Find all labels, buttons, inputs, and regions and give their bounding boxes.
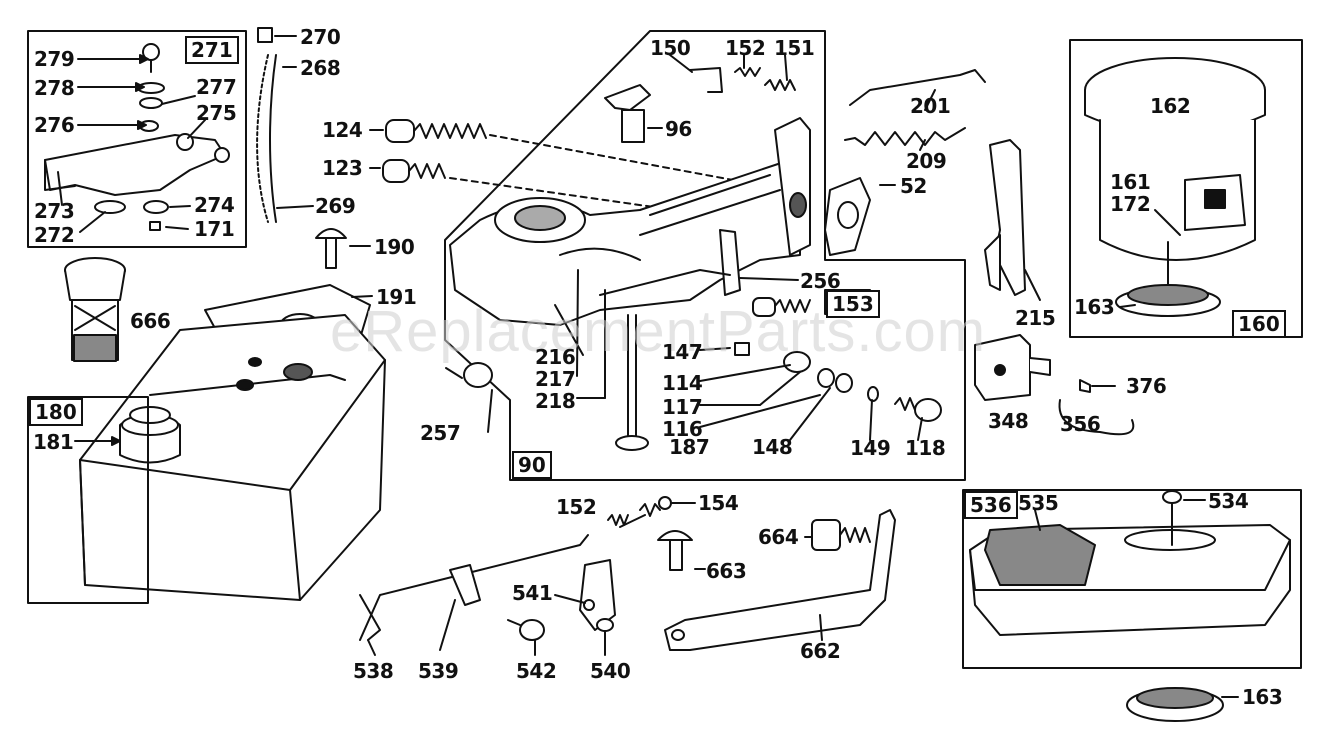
governor-spring-link <box>256 27 314 223</box>
part-label-161: 161 <box>1110 170 1151 194</box>
part-label-535: 535 <box>1018 491 1059 515</box>
part-label-187: 187 <box>669 435 710 459</box>
part-label-257: 257 <box>420 421 461 445</box>
part-label-376: 376 <box>1126 374 1167 398</box>
part-label-278: 278 <box>34 76 75 100</box>
throttle-linkage <box>359 496 706 656</box>
part-label-273: 273 <box>34 199 75 223</box>
part-label-356: 356 <box>1060 412 1101 436</box>
part-label-275: 275 <box>196 101 237 125</box>
part-label-96: 96 <box>665 117 692 141</box>
part-label-664: 664 <box>758 525 799 549</box>
part-label-268: 268 <box>300 56 341 80</box>
linkage-rod-spring <box>824 69 986 256</box>
part-label-152-bottom: 152 <box>556 495 597 519</box>
part-label-215: 215 <box>1015 306 1056 330</box>
part-label-163-bottom: 163 <box>1242 685 1283 709</box>
part-label-152: 152 <box>725 36 766 60</box>
part-label-542: 542 <box>516 659 557 683</box>
part-label-272: 272 <box>34 223 75 247</box>
fuel-strainer-666 <box>64 257 126 362</box>
oil-tank-group <box>962 489 1302 722</box>
part-label-256: 256 <box>800 269 841 293</box>
throttle-bracket-group <box>27 30 247 248</box>
part-label-118: 118 <box>905 436 946 460</box>
part-label-149: 149 <box>850 436 891 460</box>
part-label-162: 162 <box>1150 94 1191 118</box>
part-label-148: 148 <box>752 435 793 459</box>
part-label-279: 279 <box>34 47 75 71</box>
part-label-540: 540 <box>590 659 631 683</box>
fuel-tank-group <box>27 284 386 604</box>
part-label-163-top: 163 <box>1074 295 1115 319</box>
governor-lever-215 <box>984 139 1041 301</box>
part-label-52: 52 <box>900 174 927 198</box>
mounting-bracket-662 <box>664 509 896 651</box>
part-label-117: 117 <box>662 395 703 419</box>
part-label-276: 276 <box>34 113 75 137</box>
group-label-180: 180 <box>29 398 83 426</box>
part-label-190: 190 <box>374 235 415 259</box>
group-label-90: 90 <box>512 451 552 479</box>
part-label-666: 666 <box>130 309 171 333</box>
air-cleaner-group <box>1069 39 1303 338</box>
part-label-209: 209 <box>906 149 947 173</box>
part-label-274: 274 <box>194 193 235 217</box>
group-160-frame <box>1069 39 1303 338</box>
part-label-216: 216 <box>535 345 576 369</box>
part-label-663: 663 <box>706 559 747 583</box>
part-label-181: 181 <box>33 430 74 454</box>
part-label-539: 539 <box>418 659 459 683</box>
part-label-538: 538 <box>353 659 394 683</box>
group-271-frame <box>27 30 247 248</box>
watermark: eReplacementParts.com <box>330 299 987 364</box>
part-label-147: 147 <box>662 340 703 364</box>
part-label-662: 662 <box>800 639 841 663</box>
group-label-271: 271 <box>185 36 239 64</box>
part-label-541: 541 <box>512 581 553 605</box>
group-536-frame <box>962 489 1302 669</box>
part-label-116: 116 <box>662 417 703 441</box>
screw-190 <box>315 228 371 269</box>
carburetor-group <box>369 30 966 481</box>
switch-bracket <box>974 334 1135 436</box>
part-label-270: 270 <box>300 25 341 49</box>
part-label-217: 217 <box>535 367 576 391</box>
part-label-348: 348 <box>988 409 1029 433</box>
group-label-160: 160 <box>1232 310 1286 338</box>
part-label-154: 154 <box>698 491 739 515</box>
part-label-114: 114 <box>662 371 703 395</box>
part-label-150: 150 <box>650 36 691 60</box>
part-label-151: 151 <box>774 36 815 60</box>
part-label-172: 172 <box>1110 192 1151 216</box>
part-label-218: 218 <box>535 389 576 413</box>
group-label-536: 536 <box>964 491 1018 519</box>
part-label-534: 534 <box>1208 489 1249 513</box>
part-label-124: 124 <box>322 118 363 142</box>
group-label-153: 153 <box>826 290 880 318</box>
part-label-171: 171 <box>194 217 235 241</box>
part-label-201: 201 <box>910 94 951 118</box>
part-label-123: 123 <box>322 156 363 180</box>
part-label-191: 191 <box>376 285 417 309</box>
part-label-277: 277 <box>196 75 237 99</box>
part-label-269: 269 <box>315 194 356 218</box>
